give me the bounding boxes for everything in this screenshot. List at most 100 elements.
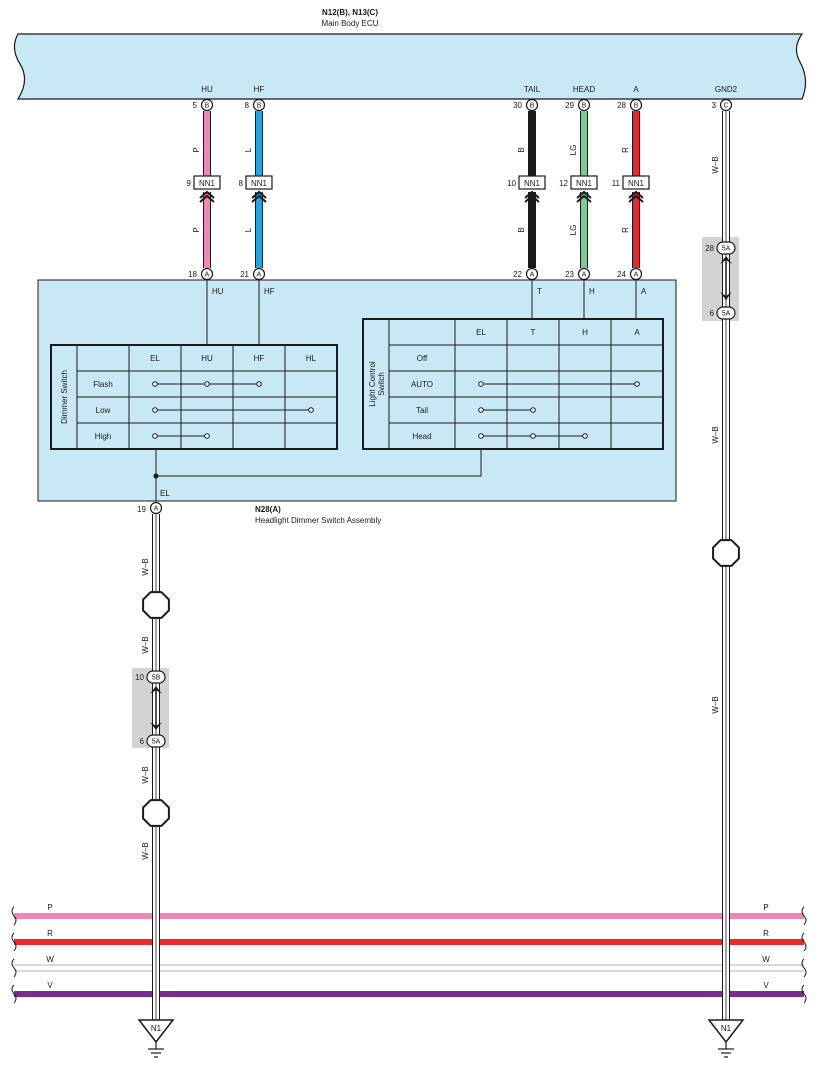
light-row-3: Head: [412, 432, 431, 441]
ecu-body: [13, 33, 807, 100]
bus-label-right-1: R: [763, 929, 769, 938]
dimmer-col-2: HF: [254, 354, 265, 363]
dimmer-row-1: Low: [96, 406, 111, 415]
ecu-title: N12(B), N13(C): [322, 8, 378, 17]
ecu-pin-label-1: HF: [254, 85, 265, 94]
wire-code-upper-4: R: [621, 147, 630, 153]
ecu-pin-number-5: 3: [712, 101, 717, 110]
joint-arrow-up-left: [150, 686, 162, 694]
wire-code-wb-0: W–B: [141, 558, 150, 575]
ground-triangle-1: [707, 1019, 745, 1044]
junction-2-chevron-a: [524, 190, 540, 199]
junction-label-0: NN1: [199, 179, 216, 188]
wire-code-upper-0: P: [192, 147, 201, 152]
joint-0-oval: [146, 670, 166, 684]
junction-0-chevron-a: [199, 190, 215, 199]
bus-0-right-break: [801, 906, 807, 926]
ecu-pin-number-3: 29: [565, 101, 574, 110]
ecu-pin-label-2: TAIL: [524, 85, 541, 94]
light-contact-3-1: [530, 433, 536, 439]
switch-pin-label-4: A: [641, 287, 647, 296]
light-col-0: EL: [476, 328, 486, 337]
ecu-pin-label-3: HEAD: [573, 85, 595, 94]
bus-label-left-2: W: [46, 955, 54, 964]
ecu-pin-1-letter: B: [257, 103, 262, 110]
ecu-pin-1-circle: [252, 98, 266, 112]
dimmer-name: Dimmer Switch: [60, 370, 69, 424]
ecu-pin-number-4: 28: [617, 101, 626, 110]
bus-label-left-0: P: [47, 903, 52, 912]
dimmer-contact-0-2: [256, 381, 262, 387]
bus-label-right-3: V: [763, 981, 769, 990]
dimmer-contact-0-1: [204, 381, 210, 387]
ecu-pin-0-circle: [200, 98, 214, 112]
dimmer-contact-0-0: [152, 381, 158, 387]
bus-label-left-1: R: [47, 929, 53, 938]
joint-3-oval: [716, 306, 736, 320]
switch-pin-number-3: 23: [565, 270, 574, 279]
light-contact-1-1: [634, 381, 640, 387]
ecu-pin-5-letter: C: [723, 103, 728, 110]
el-node-dot: [153, 473, 159, 479]
switch-pin-number-2: 22: [513, 270, 522, 279]
switch-pin-4-circle: [629, 267, 643, 281]
light-col-1: T: [531, 328, 536, 337]
junction-pin-1: 8: [239, 179, 244, 188]
bus-1-left-break: [11, 932, 17, 952]
ecu-pin-number-0: 5: [193, 101, 198, 110]
wire-code-wb-3: W–B: [141, 842, 150, 859]
joint-pin-1: 6: [140, 737, 145, 746]
switch-pin-number-1: 21: [240, 270, 249, 279]
junction-2-chevron-b: [524, 194, 540, 203]
joint-pin-0: 10: [135, 673, 144, 682]
junction-label-2: NN1: [524, 179, 541, 188]
junction-box-0: [193, 175, 221, 190]
wire-code-wb-5: W–B: [711, 426, 720, 443]
dimmer-col-1: HU: [201, 354, 213, 363]
junction-0-chevron-b: [199, 194, 215, 203]
junction-box-2: [518, 175, 546, 190]
bus-label-left-3: V: [47, 981, 53, 990]
light-contact-3-0: [478, 433, 484, 439]
ecu-pin-4-letter: B: [634, 103, 639, 110]
light-contact-3-2: [582, 433, 588, 439]
ecu-pin-label-0: HU: [201, 85, 213, 94]
bus-label-right-0: P: [763, 903, 768, 912]
wire-code-wb-1: W–B: [141, 636, 150, 653]
ecu-pin-4-circle: [629, 98, 643, 112]
ecu-subtitle: Main Body ECU: [322, 19, 379, 28]
switch-pin-el-letter: A: [154, 506, 159, 513]
switch-pin-label-el: EL: [160, 489, 170, 498]
wire-code-lower-1: L: [244, 227, 253, 232]
junction-1-chevron-b: [251, 194, 267, 203]
ecu-pin-5-circle: [719, 98, 733, 112]
ecu-pin-2-letter: B: [530, 103, 535, 110]
dimmer-col-3: HL: [306, 354, 317, 363]
bus-label-right-2: W: [762, 955, 770, 964]
switch-pin-4-letter: A: [634, 272, 639, 279]
joint-1-label: 5A: [152, 739, 161, 746]
ecu-pin-3-letter: B: [582, 103, 587, 110]
joint-2-label: 5A: [722, 246, 731, 253]
wire-code-upper-1: L: [244, 147, 253, 152]
bus-0-left-break: [11, 906, 17, 926]
junction-4-chevron-b: [628, 194, 644, 203]
dimmer-contact-1-1: [308, 407, 314, 413]
switch-pin-el-circle: [149, 501, 163, 515]
light-col-3: A: [634, 328, 640, 337]
switch-pin-1-letter: A: [257, 272, 262, 279]
junction-box-4: [622, 175, 650, 190]
wire-code-lower-3: LG: [569, 225, 578, 236]
switch-pin-0-circle: [200, 267, 214, 281]
wire-code-lower-2: B: [517, 227, 526, 232]
light-col-2: H: [582, 328, 588, 337]
wire-code-wb-2: W–B: [141, 766, 150, 783]
wire-code-wb-6: W–B: [711, 696, 720, 713]
dimmer-contact-1-0: [152, 407, 158, 413]
switch-pin-2-letter: A: [530, 272, 535, 279]
light-row-2: Tail: [416, 406, 428, 415]
switch-pin-label-2: T: [537, 287, 542, 296]
wire-code-lower-4: R: [621, 227, 630, 233]
